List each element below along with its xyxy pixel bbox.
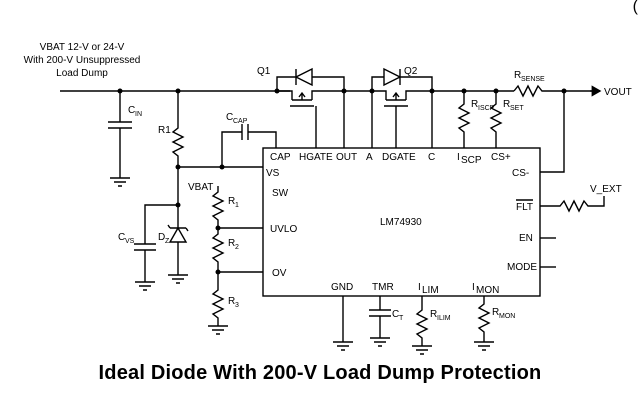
svg-text:2: 2 <box>235 244 239 251</box>
svg-text:ILIM: ILIM <box>437 315 451 322</box>
pin-vs: VS <box>266 168 280 179</box>
svg-text:Z: Z <box>165 238 170 245</box>
svg-text:R: R <box>492 307 499 318</box>
rset-resistor: R SET <box>489 91 524 148</box>
figure-caption: Ideal Diode With 200-V Load Dump Protect… <box>98 362 542 384</box>
corner-mark: ( <box>632 0 638 15</box>
svg-text:VBAT 12-V or 24-V: VBAT 12-V or 24-V <box>40 42 125 53</box>
pin-a: A <box>366 152 373 163</box>
pin-imon: I MON <box>472 282 499 296</box>
pin-uvlo: UVLO <box>270 224 297 235</box>
svg-text:C: C <box>226 112 233 123</box>
svg-text:LIM: LIM <box>422 285 439 296</box>
svg-text:D: D <box>158 232 165 243</box>
input-label: VBAT 12-V or 24-V With 200-V Unsuppresse… <box>24 42 141 79</box>
svg-text:R: R <box>228 238 235 249</box>
svg-text:Load Dump: Load Dump <box>56 68 108 79</box>
svg-text:3: 3 <box>235 302 239 309</box>
svg-text:C: C <box>118 232 125 243</box>
zener-diode: D Z <box>158 205 189 284</box>
pin-ov: OV <box>272 268 287 279</box>
pin-ilim: I LIM <box>418 282 439 296</box>
svg-text:Q2: Q2 <box>404 66 418 77</box>
svg-text:R: R <box>430 309 437 320</box>
svg-text:R: R <box>503 99 510 110</box>
svg-text:I: I <box>418 282 421 293</box>
pin-c: C <box>428 152 435 163</box>
r1-resistor: R1 <box>158 91 185 205</box>
svg-text:MON: MON <box>499 313 515 320</box>
svg-text:IN: IN <box>135 111 142 118</box>
divider-r2: R 2 <box>211 228 239 272</box>
svg-text:I: I <box>472 282 475 293</box>
svg-text:R: R <box>514 70 521 81</box>
cin-capacitor: C IN <box>108 91 142 187</box>
svg-text:SCP: SCP <box>461 155 482 166</box>
pin-cs-minus: CS- <box>512 168 529 179</box>
pin-flt: FLT <box>516 202 533 213</box>
svg-text:R: R <box>471 99 478 110</box>
svg-text:ISCP: ISCP <box>478 105 495 112</box>
pin-cap: CAP <box>270 152 291 163</box>
cvs-capacitor: C VS <box>118 204 178 291</box>
pin-out: OUT <box>336 152 357 163</box>
svg-text:I: I <box>457 152 460 163</box>
gnd-wire <box>333 296 353 351</box>
pin-tmr: TMR <box>372 282 394 293</box>
pin-mode: MODE <box>507 262 537 273</box>
ct-capacitor: C T <box>369 296 404 347</box>
ccap-capacitor: C CAP <box>221 112 277 167</box>
pin-cs-plus: CS+ <box>491 152 511 163</box>
svg-text:1: 1 <box>235 202 239 209</box>
svg-text:R1: R1 <box>158 125 171 136</box>
svg-text:With 200-V Unsuppressed: With 200-V Unsuppressed <box>24 55 141 66</box>
svg-text:SET: SET <box>510 105 524 112</box>
flt-wire <box>540 196 605 213</box>
svg-text:R: R <box>228 296 235 307</box>
svg-text:C: C <box>128 105 135 116</box>
svg-text:T: T <box>399 315 404 322</box>
vout-label: VOUT <box>604 87 632 98</box>
svg-text:C: C <box>392 309 399 320</box>
rilim-resistor: R ILIM <box>412 296 451 355</box>
csm-wire <box>540 91 565 173</box>
ic-name: LM74930 <box>380 217 422 228</box>
ic-body <box>262 147 541 297</box>
pin-dgate: DGATE <box>382 152 416 163</box>
svg-text:MON: MON <box>476 285 499 296</box>
vext-label: V_EXT <box>590 184 622 195</box>
pin-gnd: GND <box>331 282 353 293</box>
divider-r1: R 1 <box>211 186 239 228</box>
pin-sw: SW <box>272 188 289 199</box>
svg-text:CAP: CAP <box>233 118 248 125</box>
riscp-resistor: R ISCP <box>457 91 495 148</box>
rsense-resistor: R SENSE <box>513 70 600 98</box>
svg-text:SENSE: SENSE <box>521 76 545 83</box>
q1-mosfet: Q1 <box>257 66 345 148</box>
q2-mosfet: Q2 <box>371 66 433 148</box>
rmon-resistor: R MON <box>474 296 515 351</box>
svg-text:VS: VS <box>125 238 135 245</box>
vbat-label: VBAT <box>188 182 213 193</box>
pin-hgate: HGATE <box>299 152 333 163</box>
svg-text:Q1: Q1 <box>257 66 271 77</box>
pin-en: EN <box>519 233 533 244</box>
pin-iscp: I SCP <box>457 152 482 166</box>
divider-r3: R 3 <box>208 272 239 335</box>
svg-text:R: R <box>228 196 235 207</box>
